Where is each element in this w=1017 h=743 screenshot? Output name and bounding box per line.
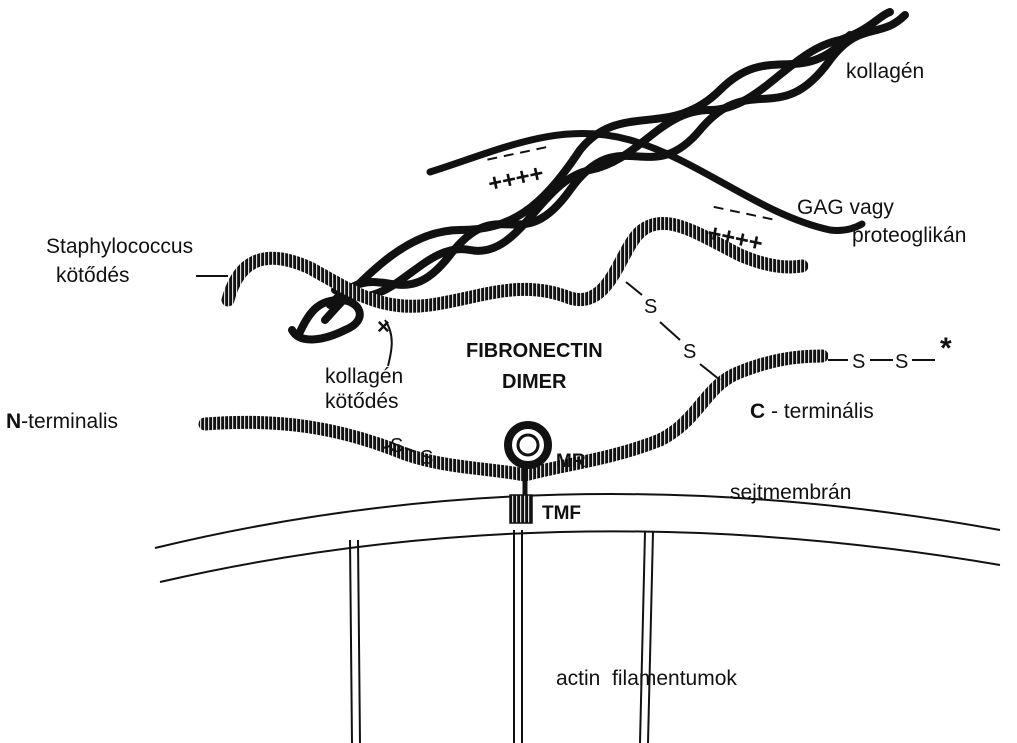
disulfide-s-3: S xyxy=(852,351,865,373)
label-fibronectin: FIBRONECTIN xyxy=(466,340,603,362)
label-n-terminal-bold: N xyxy=(6,410,21,433)
label-staph-line2: kötődés xyxy=(56,264,130,287)
label-c-terminal: C - terminális xyxy=(750,400,874,423)
asterisk-mark: * xyxy=(940,332,952,365)
disulfide-s-1: S xyxy=(644,296,657,318)
mr-loop xyxy=(508,425,548,495)
label-c-terminal-rest: - terminális xyxy=(765,400,874,423)
label-c-terminal-bold: C xyxy=(750,400,765,423)
label-dimer: DIMER xyxy=(502,371,567,393)
collagen-binding-cross: × xyxy=(377,314,390,339)
label-collagen-binding-line1: kollagén xyxy=(325,365,403,388)
actin-filaments xyxy=(350,530,653,743)
tmf-block xyxy=(510,495,532,523)
label-n-terminal-rest: -terminalis xyxy=(21,410,118,433)
label-collagen-binding-line2: kötődés xyxy=(325,390,399,413)
disulfide-s-2: S xyxy=(683,341,696,363)
label-actin: actin filamentumok xyxy=(556,667,737,690)
label-cell-membrane: sejtmembrán xyxy=(730,481,851,504)
label-tmf: TMF xyxy=(542,503,581,524)
disulfide-s-5: S xyxy=(390,435,403,457)
label-gag-line2: proteoglikán xyxy=(852,224,966,247)
disulfide-s-6: S xyxy=(420,447,433,469)
label-n-terminal: N-terminalis xyxy=(6,410,118,433)
label-mr: MR xyxy=(556,451,586,472)
cell-membrane-inner xyxy=(160,531,1000,582)
label-staph-line1: Staphylococcus xyxy=(46,235,193,258)
label-gag-line1: GAG vagy xyxy=(797,196,894,219)
disulfide-s-4: S xyxy=(895,351,908,373)
label-collagen: kollagén xyxy=(846,60,924,83)
